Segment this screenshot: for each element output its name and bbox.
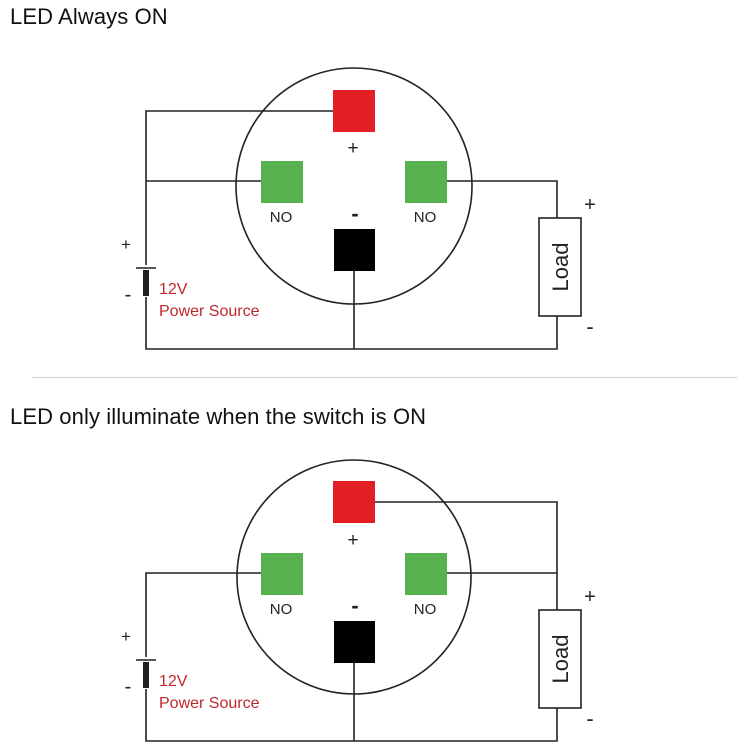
load-minus-label: -	[586, 314, 593, 339]
wire-no-left-to-battery	[145, 572, 261, 657]
wire-no-right-to-load	[447, 180, 558, 218]
no-label-left: NO	[270, 601, 293, 618]
led-plus-terminal	[333, 90, 375, 132]
wire-battery-to-load-minus	[145, 689, 558, 742]
led-plus-terminal	[333, 481, 375, 523]
battery-name: Power Source	[159, 303, 260, 320]
diagram2-title: LED only illuminate when the switch is O…	[10, 404, 427, 429]
battery-name: Power Source	[159, 695, 260, 712]
led-plus-label: +	[347, 138, 358, 159]
no-label-right: NO	[414, 601, 437, 618]
wiring-diagram-switched: + - 12V Power Source + NO NO - Load + -	[121, 459, 596, 742]
no-terminal-right	[405, 553, 447, 595]
battery-minus-label: -	[125, 676, 132, 698]
battery-plus-label: +	[121, 627, 131, 646]
section-divider	[32, 377, 737, 378]
battery-minus-label: -	[125, 284, 132, 306]
load-box	[538, 609, 582, 709]
no-terminal-right	[405, 161, 447, 203]
wiring-diagram-always-on: + - 12V Power Source + NO NO - Load + -	[121, 67, 596, 350]
load-plus-label: +	[584, 586, 596, 608]
wires	[145, 110, 558, 350]
led-minus-label: -	[351, 201, 358, 226]
load-minus-label: -	[586, 706, 593, 731]
wires	[145, 501, 558, 742]
wire-battery-to-load-minus	[145, 297, 558, 350]
no-label-left: NO	[270, 209, 293, 226]
load-label: Load	[548, 243, 573, 292]
wire-led-plus-to-load	[375, 501, 558, 610]
load-label: Load	[548, 635, 573, 684]
battery-voltage: 12V	[159, 673, 188, 690]
battery-plus-label: +	[121, 235, 131, 254]
load-plus-label: +	[584, 194, 596, 216]
no-terminal-left	[261, 161, 303, 203]
no-terminal-left	[261, 553, 303, 595]
load-box	[538, 217, 582, 317]
diagram1-title: LED Always ON	[10, 4, 168, 29]
led-minus-terminal	[334, 621, 375, 663]
battery-plate-short	[143, 270, 149, 296]
battery-voltage: 12V	[159, 281, 188, 298]
led-plus-label: +	[347, 530, 358, 551]
no-label-right: NO	[414, 209, 437, 226]
led-minus-label: -	[351, 593, 358, 618]
battery-plate-short	[143, 662, 149, 688]
led-minus-terminal	[334, 229, 375, 271]
wire-led-plus-to-battery	[145, 110, 333, 265]
